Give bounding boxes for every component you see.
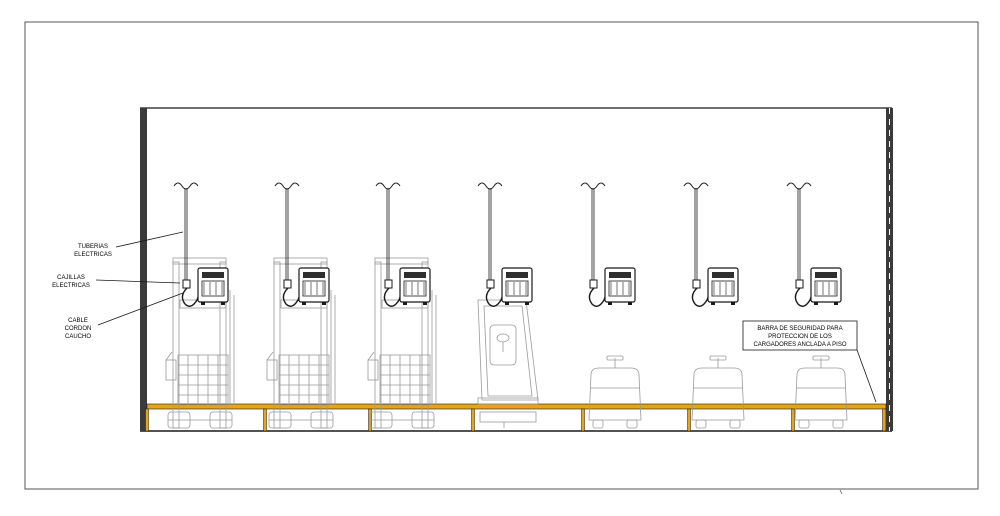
annotation-cable: CABLE CORDON CAUCHO [65,318,92,340]
junction-box [692,279,701,289]
conduit-hanger [173,182,199,190]
charger-foot [302,302,306,305]
charger-foot [423,302,427,305]
charger-display [815,272,837,278]
junction-box [283,279,292,289]
charger-foot [814,302,818,305]
forklift-outline [367,257,437,429]
charging-bay [580,182,642,429]
charger-display [202,272,224,278]
charging-bay [786,182,848,429]
charging-bay [477,182,539,428]
conduit-hanger [786,182,812,190]
junction-box [384,279,393,289]
power-cable [794,287,814,307]
barra-line2: PROTECCION DE LOS [768,334,832,340]
charger-foot [711,302,715,305]
charger-foot [834,302,838,305]
charger-display [506,272,528,278]
floor-scrubber-outline [588,355,642,429]
charging-bays [165,182,848,429]
junction-box [589,279,598,289]
barrier-post [581,408,585,432]
charger-foot [628,302,632,305]
right-wall [886,108,893,431]
charger-foot [731,302,735,305]
barrier-post [882,408,886,432]
leader-lines [95,231,877,403]
conduit-hanger [375,182,401,190]
barrier-post [263,408,267,432]
conduit-hanger [477,182,503,190]
tuberias-line1: TUBERIAS [78,244,108,250]
cajillas-line2: ELECTRICAS [52,283,90,289]
conduit-hanger [683,182,709,190]
cajillas-line1: CAJILLAS [57,275,85,281]
left-wall [140,108,147,431]
annotation-cajillas: CAJILLAS ELECTRICAS [52,275,90,289]
charger-display [609,272,631,278]
charging-bay [165,182,235,429]
sheet-mark [839,489,843,495]
sheet-frame [24,21,979,490]
charger-foot [201,302,205,305]
charging-bay [266,182,336,429]
junction-box [795,279,804,289]
annotation-tuberias: TUBERIAS ELECTRICAS [74,244,112,258]
barrier-post [687,408,691,432]
cable-line1: CABLE [68,318,88,324]
floor-scrubber-outline [691,355,745,429]
power-cable [588,287,608,307]
barrier-post [791,408,795,432]
charger-foot [322,302,326,305]
cable-line2: CORDON [65,326,92,332]
barrier-post [471,408,475,432]
tuberias-line2: ELECTRICAS [74,252,112,258]
barrier-post [145,408,149,432]
charger-display [712,272,734,278]
power-cable [181,287,201,307]
power-cable [282,287,302,307]
charger-foot [221,302,225,305]
charger-foot [608,302,612,305]
charger-foot [525,302,529,305]
junction-box [182,279,191,289]
cable-line3: CAUCHO [65,334,91,340]
barra-line1: BARRA DE SEGURIDAD PARA [757,326,842,332]
charging-bay [683,182,745,429]
power-cable [691,287,711,307]
junction-box [486,279,495,289]
charger-display [404,272,426,278]
floor-scrubber-outline [794,355,848,429]
forklift-outline [266,257,336,429]
charger-foot [403,302,407,305]
power-cable [383,287,403,307]
barra-line3: CARGADORES ANCLADA A PISO [753,342,846,348]
conduit-hanger [274,182,300,190]
forklift-outline [165,257,235,429]
annotation-barra: BARRA DE SEGURIDAD PARA PROTECCION DE LO… [742,320,858,351]
conduit-hanger [580,182,606,190]
power-cable [485,287,505,307]
charging-bay [367,182,437,429]
safety-barrier [145,403,887,432]
charger-display [303,272,325,278]
charger-foot [505,302,509,305]
